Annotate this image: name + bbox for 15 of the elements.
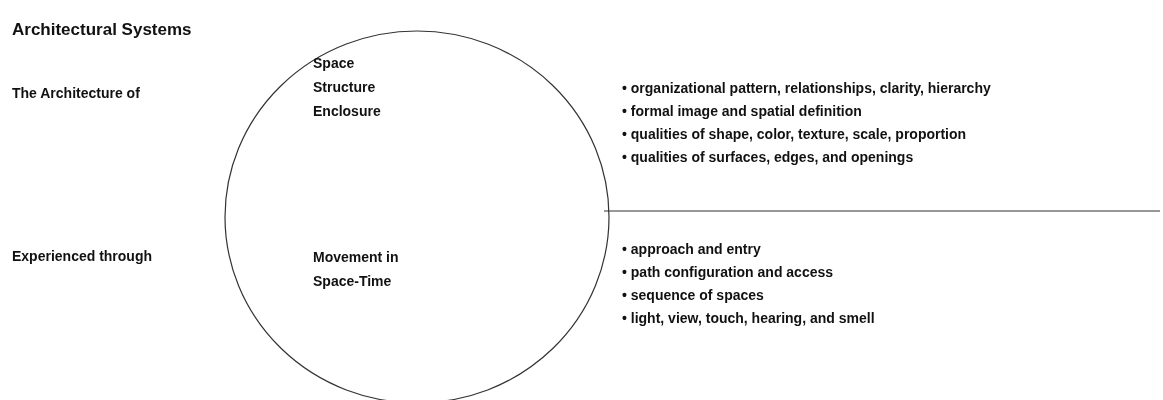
title: Architectural Systems [12,20,192,40]
row-label: Experienced through [12,248,153,264]
bullet-item: • light, view, touch, hearing, and smell [622,310,875,326]
bullet-item: • sequence of spaces [622,287,764,303]
bullet-item: • organizational pattern, relationships, clarity, hierarchy [622,80,991,96]
bullet-item: • qualities of shape, color, texture, scale, proportion [622,126,967,142]
node-text: Enclosure [313,103,381,119]
bullet-item: • path configuration and access [622,264,834,280]
bullet-item: • approach and entry [622,241,761,257]
row-label: The Architecture of [12,85,140,101]
node-text: Structure [313,79,376,95]
node-text: Movement in Space-Time [313,248,400,291]
node-text: Space [313,55,355,71]
bullet-item: • formal image and spatial definition [622,103,862,119]
bullet-item: • qualities of surfaces, edges, and openings [622,149,914,165]
